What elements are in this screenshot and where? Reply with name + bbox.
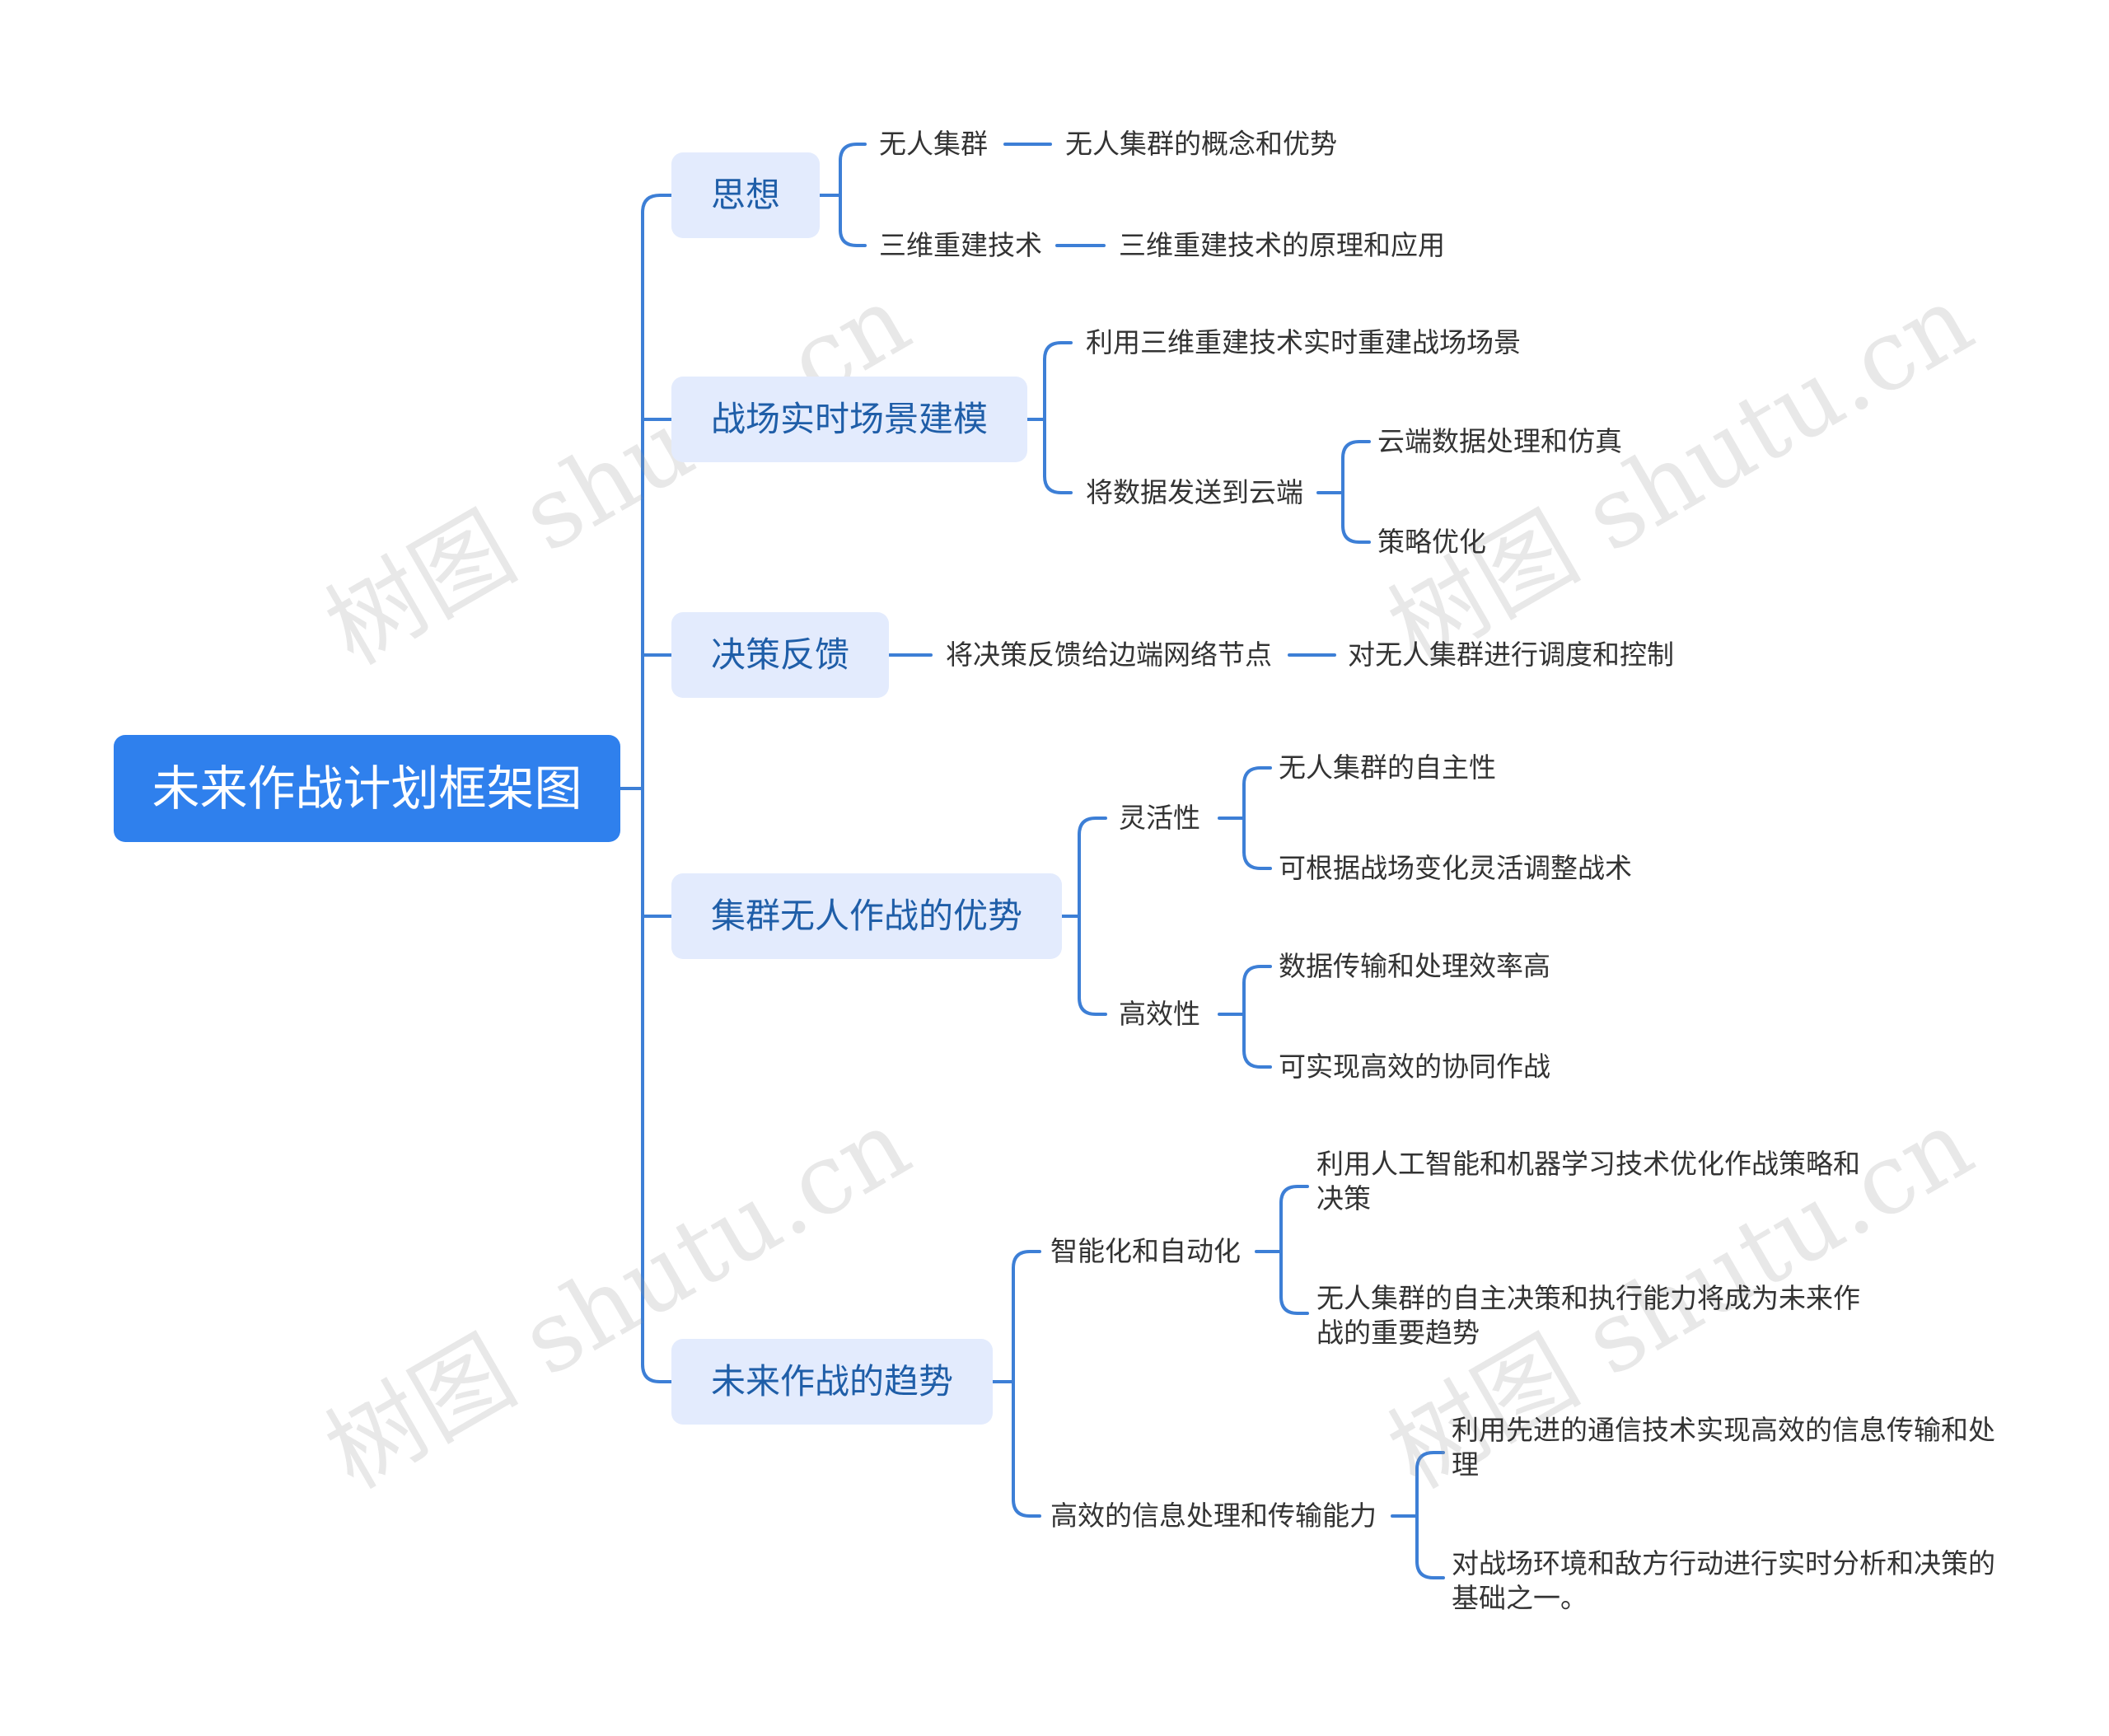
connector-youshi-c2	[1078, 996, 1107, 1016]
node-strategy-optimize[interactable]: 策略优化	[1377, 526, 1486, 558]
node-realtime-rebuild[interactable]: 利用三维重建技术实时重建战场场景	[1086, 326, 1521, 358]
connector-gaoxiao-c1	[1242, 965, 1272, 985]
connector-gaoxiao-c2	[1242, 1049, 1272, 1069]
node-send-cloud[interactable]: 将数据发送到云端	[1086, 476, 1303, 508]
node-ai-strategy[interactable]: 利用人工智能和机器学习技术优化作战策略和决策	[1316, 1148, 1860, 1214]
node-sanwei[interactable]: 三维重建技术	[879, 229, 1042, 261]
node-autonomous-decision[interactable]: 无人集群的自主决策和执行能力将成为未来作战的重要趋势	[1316, 1282, 1860, 1349]
connector-qushi-c1	[1012, 1250, 1041, 1270]
root-node[interactable]: 未来作战计划框架图	[114, 735, 620, 842]
node-intelligent-auto[interactable]: 智能化和自动化	[1050, 1235, 1241, 1267]
connector-linghuo-c2	[1242, 850, 1272, 870]
node-info-processing[interactable]: 高效的信息处理和传输能力	[1050, 1500, 1377, 1532]
node-efficiency[interactable]: 高效性	[1119, 998, 1200, 1030]
connector-zhineng-c1	[1279, 1185, 1309, 1205]
node-data-efficiency[interactable]: 数据传输和处理效率高	[1279, 950, 1550, 982]
connector-changjing-c2	[1043, 475, 1073, 494]
connector-to-sixiang	[641, 194, 673, 214]
branch-node-sixiang[interactable]: 思想	[671, 152, 821, 238]
node-cloud-simulation[interactable]: 云端数据处理和仿真	[1377, 425, 1622, 457]
branch-node-changjing[interactable]: 战场实时场景建模	[671, 377, 1028, 462]
branch-node-youshi[interactable]: 集群无人作战的优势	[671, 873, 1063, 959]
connector-yunduan-c2	[1341, 524, 1371, 544]
connector-changjing-c1	[1043, 341, 1073, 361]
connector-xinxi-c1	[1415, 1451, 1445, 1471]
node-autonomy[interactable]: 无人集群的自主性	[1279, 751, 1496, 784]
node-wurenjiqun[interactable]: 无人集群	[879, 128, 988, 160]
connector-qushi-c2	[1012, 1498, 1041, 1518]
connector-to-qushi	[641, 1363, 673, 1383]
node-collaboration[interactable]: 可实现高效的协同作战	[1279, 1050, 1550, 1083]
node-adjust-tactics[interactable]: 可根据战场变化灵活调整战术	[1279, 852, 1632, 884]
connector-sixiang-c2	[839, 228, 867, 247]
node-dispatch-control[interactable]: 对无人集群进行调度和控制	[1348, 639, 1674, 671]
connector-zhineng-c2	[1279, 1295, 1309, 1315]
node-advanced-comm[interactable]: 利用先进的通信技术实现高效的信息传输和处理	[1452, 1414, 1995, 1481]
connector-youshi-c1	[1078, 817, 1107, 836]
node-realtime-analysis[interactable]: 对战场环境和敌方行动进行实时分析和决策的基础之一。	[1452, 1547, 1995, 1614]
node-wurenjiqun-concept[interactable]: 无人集群的概念和优势	[1065, 128, 1337, 160]
branch-node-qushi[interactable]: 未来作战的趋势	[671, 1339, 994, 1425]
node-feedback-edge[interactable]: 将决策反馈给边端网络节点	[946, 639, 1272, 671]
connector-xinxi-c2	[1415, 1560, 1445, 1579]
connector-yunduan-c1	[1341, 440, 1371, 460]
node-sanwei-principle[interactable]: 三维重建技术的原理和应用	[1119, 229, 1445, 261]
branch-node-fankui[interactable]: 决策反馈	[671, 612, 890, 698]
connector-linghuo-c1	[1242, 766, 1272, 786]
node-flexibility[interactable]: 灵活性	[1119, 802, 1200, 834]
connector-sixiang-c1	[839, 143, 867, 162]
